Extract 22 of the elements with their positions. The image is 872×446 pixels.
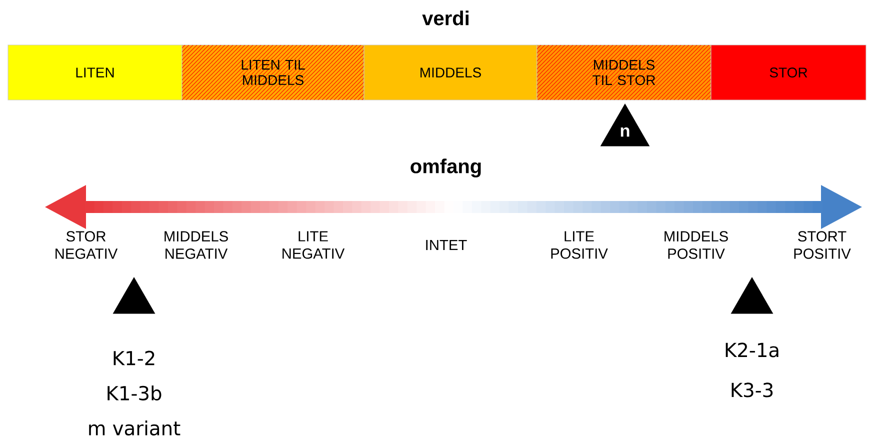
scale-cell: LITEN bbox=[8, 44, 182, 100]
scale-label: STORT POSITIV bbox=[794, 231, 851, 259]
scale-label: LITE NEGATIV bbox=[282, 231, 345, 259]
marker-label: K3-3 bbox=[732, 382, 773, 398]
scale-cell: STOR bbox=[710, 44, 866, 100]
heading: omfang bbox=[410, 158, 481, 178]
marker-label: K1-2 bbox=[114, 350, 154, 366]
heading: verdi bbox=[422, 10, 468, 26]
marker-label: K1-3b bbox=[108, 386, 162, 400]
scale-label: INTET bbox=[426, 240, 467, 250]
triangle-marker bbox=[730, 277, 774, 314]
scale-label: STOR NEGATIV bbox=[56, 231, 118, 259]
scale-label: LITE POSITIV bbox=[551, 231, 608, 259]
scale-label: MIDDELS NEGATIV bbox=[164, 231, 228, 259]
triangle-marker bbox=[112, 277, 156, 314]
scale-cell bbox=[536, 44, 712, 100]
scale-cell: MIDDELS TIL STOR bbox=[592, 60, 656, 86]
marker-label: m variant bbox=[89, 420, 180, 436]
scale-cell bbox=[182, 44, 364, 100]
scale-cell: MIDDELS bbox=[364, 44, 538, 100]
marker-label: K2-1a bbox=[726, 342, 778, 358]
scale-label: MIDDELS POSITIV bbox=[664, 231, 728, 259]
